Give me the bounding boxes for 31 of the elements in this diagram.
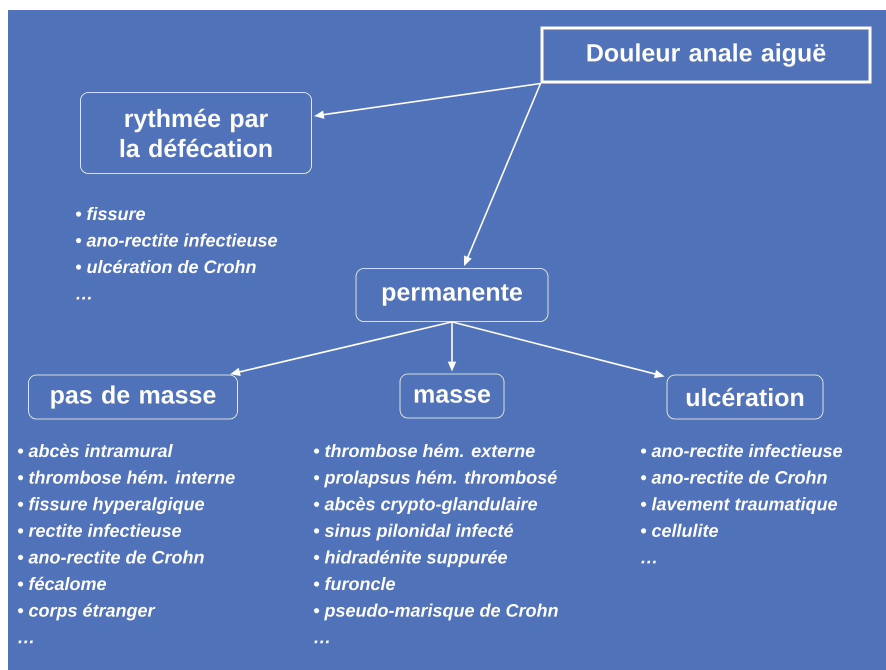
list-item: • thrombose hém. interne xyxy=(18,470,235,484)
list-item: • abcès crypto-glandulaire xyxy=(314,497,538,514)
list-item: • fissure xyxy=(76,206,146,220)
list-item: … xyxy=(641,560,656,564)
list-item: • sinus pilonidal infecté xyxy=(314,524,514,541)
list-item: • thrombose hém. externe xyxy=(314,444,535,458)
title-box: Douleur anale aiguë xyxy=(540,26,872,84)
list-item: • prolapsus hém. thrombosé xyxy=(314,470,557,488)
category-box: pas de masse xyxy=(28,374,238,420)
list-item: • fécalome xyxy=(18,576,106,590)
category-box: masse xyxy=(400,374,504,418)
list-item: • hidradénite suppurée xyxy=(314,550,508,568)
list-item: • rectite infectieuse xyxy=(18,524,182,537)
list-item: … xyxy=(76,296,91,300)
list-item: • pseudo-marisque de Crohn xyxy=(314,604,558,620)
list-item: • ano-rectite infectieuse xyxy=(641,444,842,458)
list-item: • ulcération de Crohn xyxy=(76,260,256,274)
list-item: • lavement traumatique xyxy=(641,497,838,514)
category-box: permanente xyxy=(356,268,548,322)
category-box: ulcération xyxy=(666,374,824,420)
list-item: • cellulite xyxy=(641,524,718,537)
list-item: • corps étranger xyxy=(18,603,156,620)
list-item: … xyxy=(314,640,329,644)
list-item: • ano-rectite de Crohn xyxy=(18,550,204,564)
category-box: rythmée par la défécation xyxy=(80,92,312,174)
list-item: • abcès intramural xyxy=(18,444,173,458)
list-item: … xyxy=(18,640,33,644)
list-item: • ano-rectite infectieuse xyxy=(76,233,278,247)
list-item: • ano-rectite de Crohn xyxy=(641,470,827,484)
list-item: • fissure hyperalgique xyxy=(18,497,204,514)
list-item: • furoncle xyxy=(314,576,395,590)
